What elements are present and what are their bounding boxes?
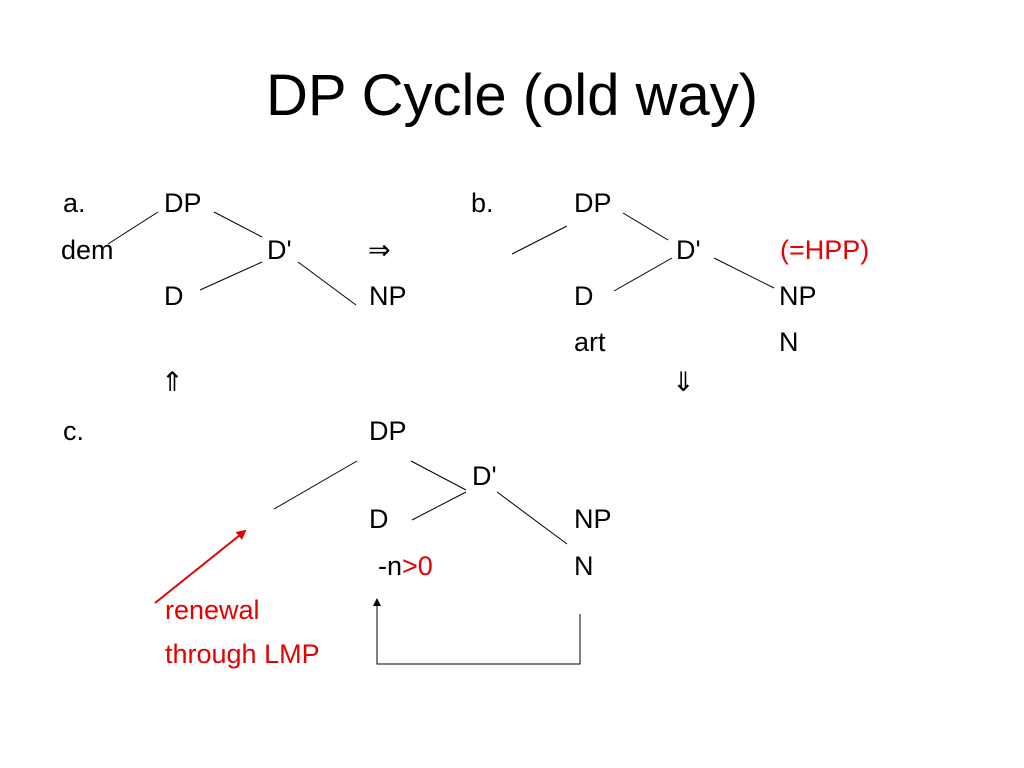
branch-b-dbar-np — [713, 257, 775, 289]
tree-a-label: a. — [63, 188, 86, 218]
branch-a-dbar-d — [199, 261, 263, 291]
tree-b-dp: DP — [574, 188, 612, 218]
branch-b-dp-dbar — [622, 212, 669, 241]
tree-a-dp: DP — [164, 188, 202, 218]
tree-c-dbar: D' — [472, 461, 497, 491]
down-arrow-icon: ⇓ — [672, 367, 695, 397]
tree-b-art: art — [574, 327, 606, 357]
tree-c-n-change: >0 — [402, 551, 433, 581]
tree-a-d: D — [164, 281, 184, 311]
tree-b-d: D — [574, 281, 594, 311]
tree-b-n: N — [779, 327, 799, 357]
movement-bracket — [376, 604, 581, 665]
tree-c-n-prefix: -n — [378, 551, 403, 581]
tree-b-np: NP — [779, 281, 817, 311]
tree-a-dbar: D' — [267, 235, 292, 265]
tree-c-dp: DP — [369, 416, 407, 446]
branch-c-dp-dbar — [410, 460, 467, 491]
tree-a-np: NP — [369, 281, 407, 311]
branch-c-dbar-d — [411, 491, 467, 521]
branch-c-dbar-np — [496, 491, 568, 545]
branch-b-dbar-d — [613, 257, 673, 292]
branch-b-dp-spec — [511, 225, 568, 255]
branch-a-dp-dbar — [213, 211, 263, 238]
right-arrow-icon: ⇒ — [368, 235, 391, 265]
tree-c-suffix: -n>0 — [378, 550, 433, 582]
renewal-label-line2: through LMP — [165, 639, 320, 669]
up-arrow-icon: ⇑ — [161, 367, 184, 397]
tree-c-d: D — [369, 504, 389, 534]
tree-b-label: b. — [471, 188, 494, 218]
slide-title: DP Cycle (old way) — [265, 63, 759, 128]
branch-c-dp-spec — [273, 460, 358, 510]
renewal-label-line1: renewal — [165, 595, 260, 625]
tree-b-dbar: D' — [676, 235, 701, 265]
tree-c-np: NP — [574, 504, 612, 534]
tree-b-hpp-note: (=HPP) — [780, 235, 870, 265]
tree-c-n: N — [574, 551, 594, 581]
tree-c-label: c. — [63, 416, 85, 446]
branch-a-dp-dem — [107, 211, 159, 245]
tree-a-dem: dem — [61, 235, 114, 265]
renewal-arrow — [154, 529, 247, 604]
branch-a-dbar-np — [297, 261, 357, 306]
